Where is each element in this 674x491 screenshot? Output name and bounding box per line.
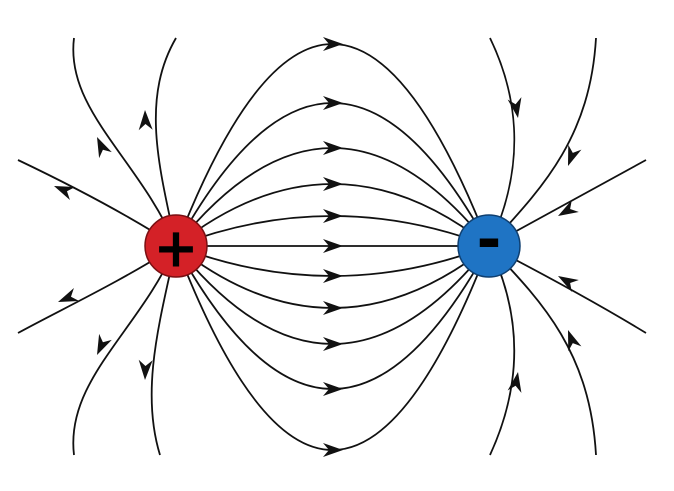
field-arrow: [568, 144, 582, 166]
field-line-negative-outer: [488, 245, 597, 456]
field-arrow: [323, 37, 343, 51]
positive-charge-circle: [144, 214, 208, 278]
field-arrow: [558, 199, 579, 216]
negative-charge-circle: [457, 214, 521, 278]
field-arrow: [507, 97, 522, 118]
field-arrow: [558, 276, 579, 293]
field-arrow: [323, 239, 343, 253]
field-arrow: [323, 177, 343, 191]
field-arrow: [323, 141, 343, 155]
field-arrow: [138, 110, 153, 131]
field-line-positive-outer: [72, 245, 177, 456]
field-arrow: [323, 337, 343, 351]
field-line-connecting: [175, 102, 490, 247]
field-line-connecting: [175, 245, 490, 277]
field-arrows: [54, 37, 582, 457]
field-arrow: [58, 288, 80, 302]
field-arrow: [507, 372, 522, 393]
field-arrow: [323, 443, 343, 457]
field-arrow: [323, 382, 343, 396]
field-arrow: [323, 96, 343, 110]
field-arrow: [323, 269, 343, 283]
field-arrow: [323, 301, 343, 315]
negative-charge: -: [457, 205, 521, 278]
field-arrow: [97, 333, 112, 355]
field-line-positive-outer: [72, 37, 177, 247]
field-arrow: [97, 137, 112, 159]
negative-charge-label: -: [477, 205, 502, 275]
field-line-negative-outer: [488, 37, 597, 247]
field-arrow: [138, 359, 153, 380]
field-line-connecting: [175, 245, 490, 390]
field-arrow: [568, 330, 582, 352]
positive-charge: +: [144, 214, 208, 280]
field-line-connecting: [175, 215, 490, 247]
field-arrow: [323, 209, 343, 223]
field-arrow: [54, 186, 76, 200]
positive-charge-label: +: [153, 217, 198, 280]
